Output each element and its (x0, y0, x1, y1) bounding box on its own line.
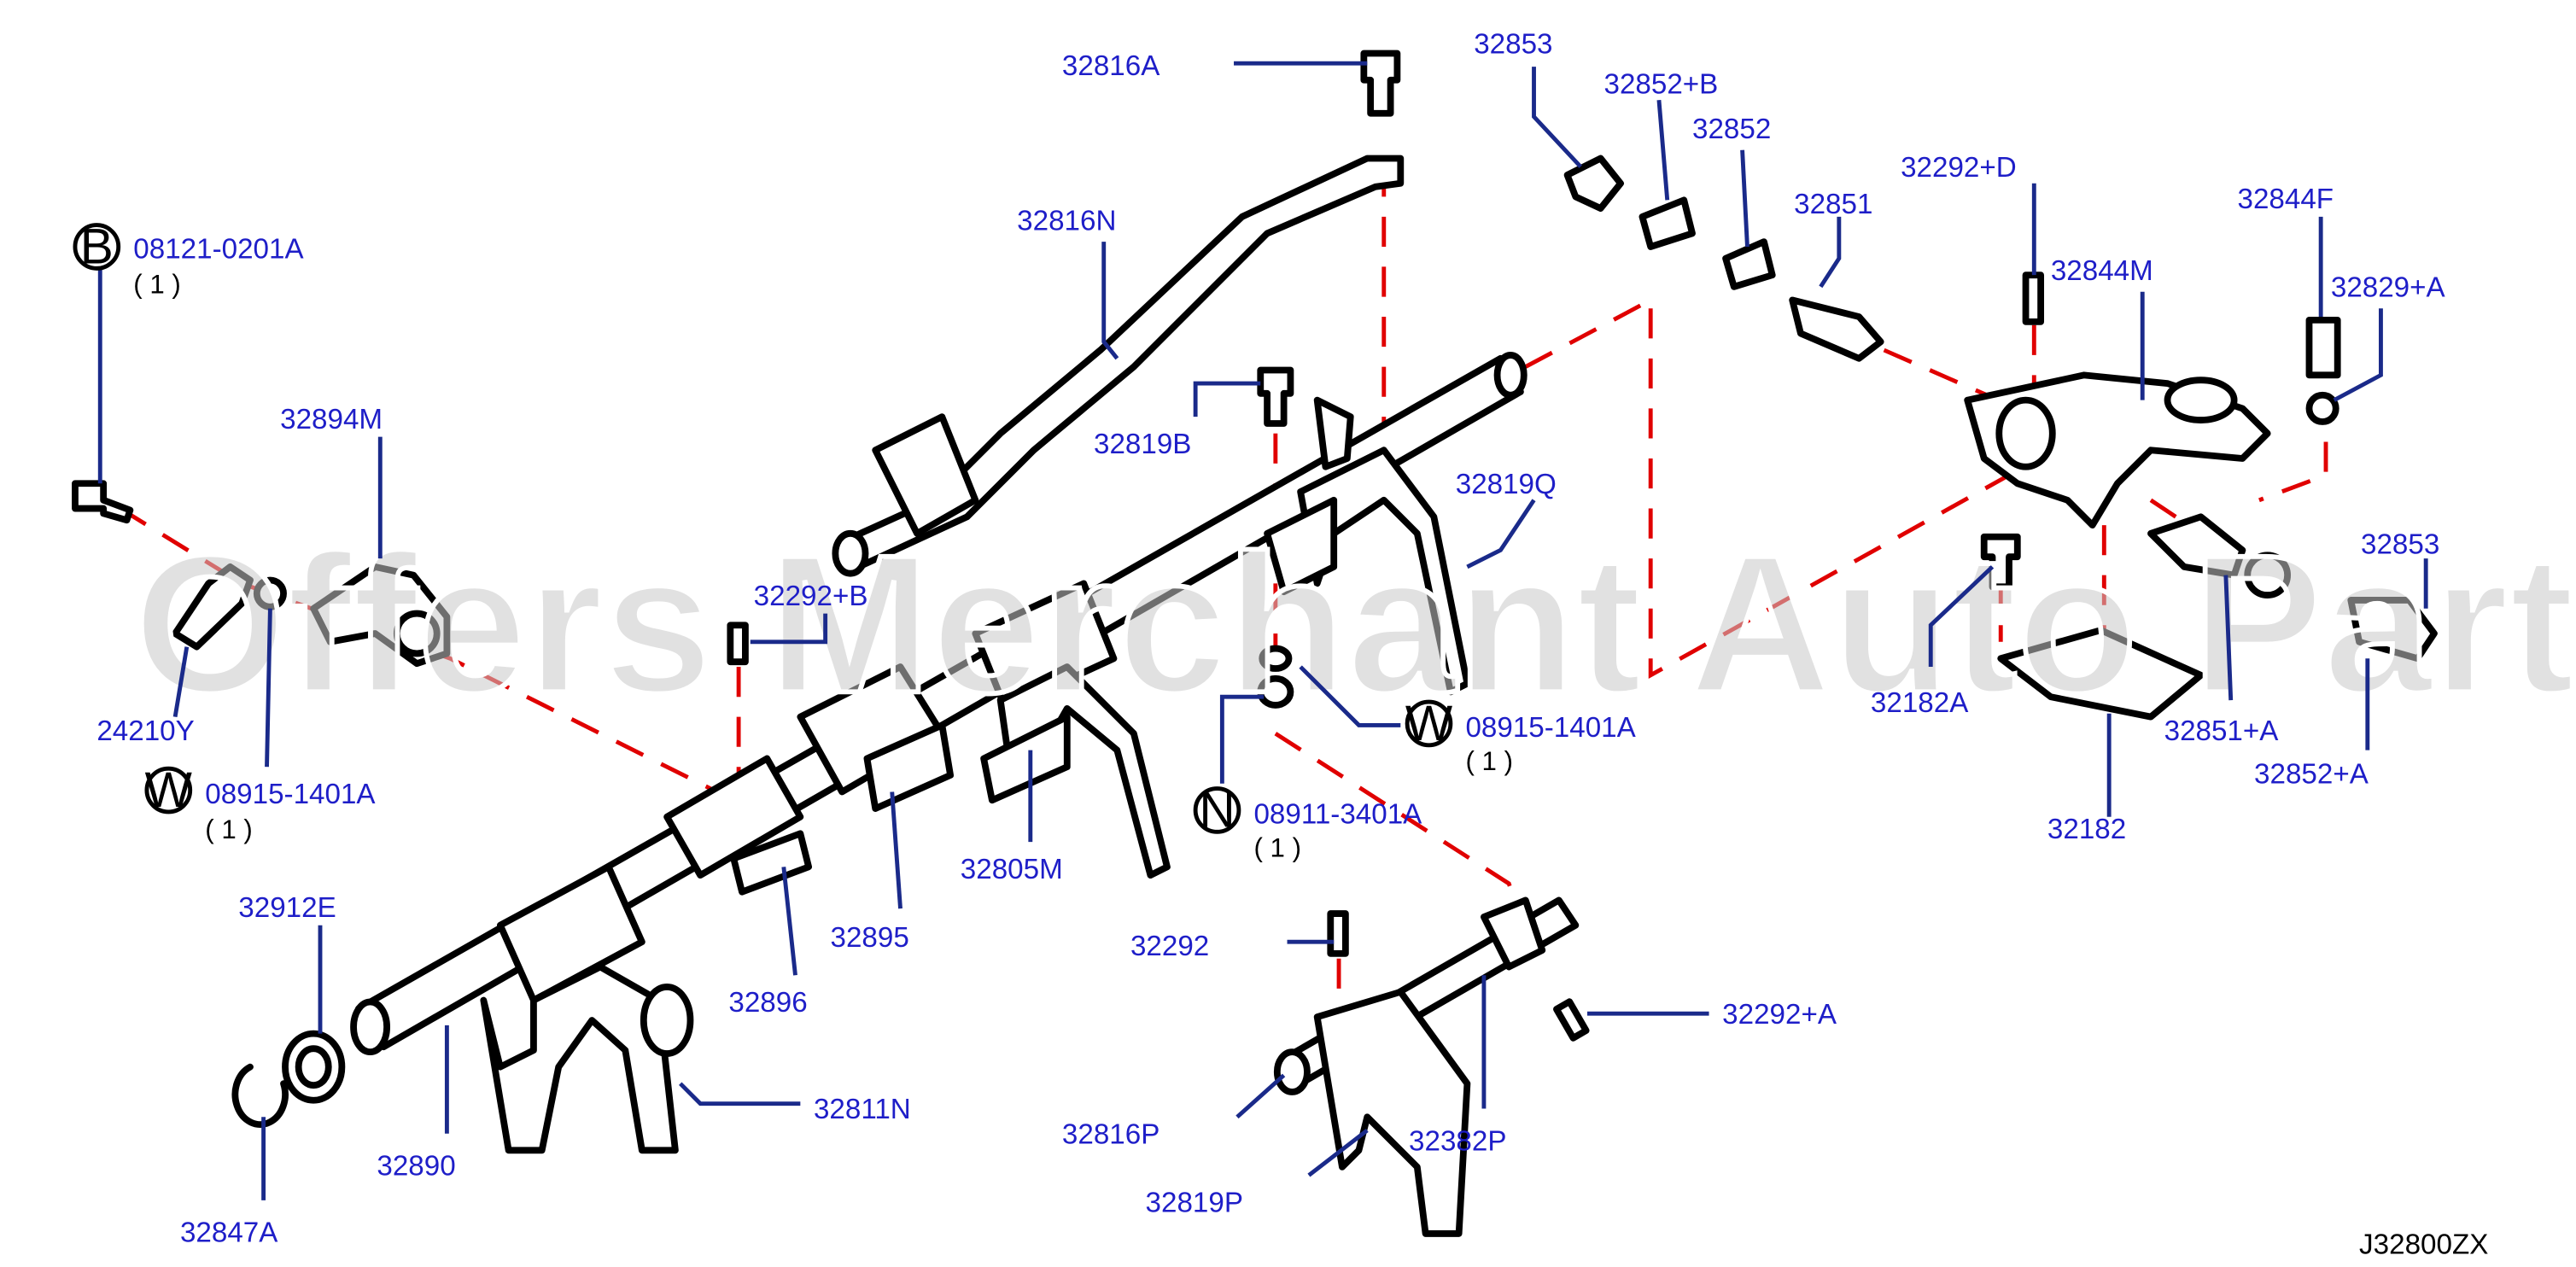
qty-08121: ( 1 ) (133, 270, 181, 300)
label-32912E[interactable]: 32912E (238, 892, 336, 924)
bolt-08121 (72, 480, 134, 524)
label-32896[interactable]: 32896 (728, 987, 807, 1019)
pin-32292 (1327, 910, 1349, 957)
qty-08911: ( 1 ) (1253, 833, 1301, 863)
badge-n: N (1199, 782, 1235, 838)
badge-w-center: W (1405, 696, 1453, 751)
label-32819P[interactable]: 32819P (1146, 1188, 1243, 1219)
label-32292[interactable]: 32292 (1130, 931, 1209, 962)
label-24210Y[interactable]: 24210Y (96, 715, 194, 747)
label-32816P[interactable]: 32816P (1062, 1119, 1159, 1151)
sleeve-32851A (2147, 513, 2246, 579)
pin-32292D (2022, 272, 2045, 325)
part-drawings (72, 50, 2438, 1237)
leader-lines (97, 61, 2428, 1200)
qty-08915-left: ( 1 ) (205, 814, 253, 844)
spring-32844F (2305, 317, 2341, 379)
label-32816N[interactable]: 32816N (1017, 205, 1116, 236)
qty-08915-center: ( 1 ) (1465, 746, 1513, 776)
spring-32852A (2347, 597, 2438, 663)
label-32852B[interactable]: 32852+B (1604, 68, 1719, 100)
ball-32829A (2305, 391, 2339, 425)
cover-32182 (1997, 627, 2205, 721)
shift-fork-32811N (480, 963, 679, 1154)
label-32829A[interactable]: 32829+A (2331, 272, 2446, 304)
label-32182A[interactable]: 32182A (1871, 687, 1969, 719)
label-32851[interactable]: 32851 (1794, 189, 1872, 220)
label-32852A[interactable]: 32852+A (2254, 759, 2369, 791)
washer-08915 (1259, 645, 1293, 672)
label-32292A[interactable]: 32292+A (1722, 999, 1837, 1031)
shift-rod-32816N (838, 155, 1405, 570)
label-32292B[interactable]: 32292+B (754, 581, 868, 612)
watermark: Offers Merchant Auto Parts Catalog PARTS… (133, 513, 2576, 733)
pin-32292A (1553, 998, 1590, 1042)
pin-32292B (727, 622, 749, 666)
nut-08911 (1257, 674, 1294, 709)
washer-08915-left (253, 576, 287, 610)
label-32819B[interactable]: 32819B (1094, 429, 1191, 460)
label-32844M[interactable]: 32844M (2051, 255, 2153, 287)
bolt-32182A (1980, 533, 2021, 591)
spring-32852B (1638, 196, 1696, 250)
snap-ring-32847A (231, 1063, 289, 1128)
label-32816A[interactable]: 32816A (1062, 50, 1160, 82)
diagram-code: J32800ZX (2359, 1229, 2488, 1260)
label-32292D[interactable]: 32292+D (1901, 152, 2017, 184)
plate-24210Y (172, 563, 254, 651)
bolt-32819B (1257, 366, 1294, 427)
bracket-32895 (863, 721, 954, 812)
label-32853-right[interactable]: 32853 (2361, 528, 2439, 560)
label-32851A[interactable]: 32851+A (2164, 715, 2280, 747)
sleeve-32851 (1789, 296, 1884, 362)
plug-32853-top (1563, 155, 1624, 212)
spring-32852 (1722, 238, 1776, 290)
label-08915-1401A-center[interactable]: 08915-1401A (1465, 712, 1636, 744)
label-08121-0201A[interactable]: 08121-0201A (133, 234, 304, 266)
label-32847A[interactable]: 32847A (180, 1217, 278, 1249)
label-32844F[interactable]: 32844F (2238, 184, 2334, 215)
badge-b: B (80, 219, 114, 274)
label-08911-3401A[interactable]: 08911-3401A (1253, 799, 1422, 831)
label-08915-1401A-left[interactable]: 08915-1401A (205, 779, 376, 810)
label-32852[interactable]: 32852 (1692, 114, 1771, 145)
shift-fork-32819P (1313, 988, 1471, 1237)
badge-w-left: W (145, 762, 193, 818)
label-32853-top[interactable]: 32853 (1474, 28, 1552, 60)
label-32182[interactable]: 32182 (2047, 814, 2126, 845)
badges: B W W N (73, 219, 1453, 838)
label-32811N[interactable]: 32811N (814, 1094, 911, 1125)
bracket-32896 (730, 830, 813, 896)
label-32819Q[interactable]: 32819Q (1456, 469, 1557, 500)
label-32382P[interactable]: 32382P (1409, 1125, 1506, 1157)
part-labels: 32816A 32816N 32853 32852+B 32852 32851 … (96, 28, 2445, 1248)
label-32805M[interactable]: 32805M (961, 854, 1063, 885)
bolt-32816A (1360, 50, 1401, 117)
label-32890[interactable]: 32890 (377, 1151, 455, 1182)
label-32894M[interactable]: 32894M (280, 404, 383, 435)
label-32895[interactable]: 32895 (831, 922, 909, 954)
